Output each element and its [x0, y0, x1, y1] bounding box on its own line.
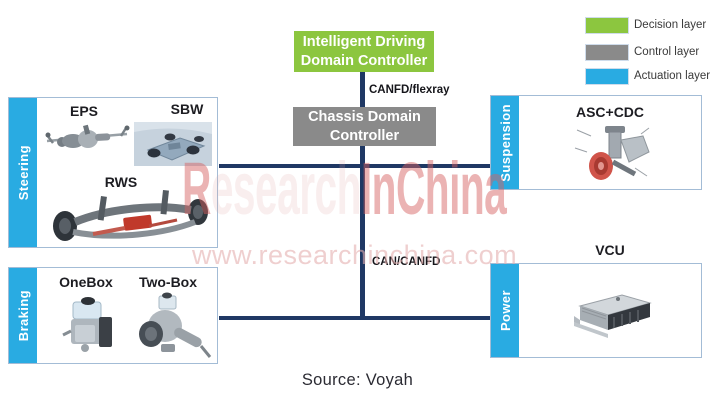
sbw-label: SBW [170, 101, 204, 117]
vcu-label: VCU [595, 242, 625, 258]
legend-swatch-control [585, 44, 629, 61]
vcu-image [566, 286, 656, 341]
steering-module-label: Steering [15, 144, 31, 201]
bus-line-upper-horizontal [219, 164, 490, 168]
intelligent-driving-domain-controller-box: Intelligent Driving Domain Controller [294, 31, 434, 72]
sbw-image [134, 122, 212, 166]
steering-module-bar: Steering [9, 98, 37, 247]
legend-label-decision: Decision layer [634, 19, 707, 31]
rws-label: RWS [104, 174, 138, 190]
braking-module-bar: Braking [9, 268, 37, 363]
power-module-bar: Power [491, 264, 519, 357]
legend-swatch-actuation [585, 68, 629, 85]
suspension-module-bar: Suspension [491, 96, 519, 189]
rws-image [49, 186, 215, 244]
bus-label-can-canfd: CAN/CANFD [372, 256, 441, 268]
bus-label-canfd-flexray: CANFD/flexray [369, 84, 450, 96]
eps-image [43, 120, 131, 162]
braking-module-label: Braking [15, 289, 31, 342]
source-caption: Source: Voyah [301, 371, 414, 389]
suspension-module-box: Suspension ASC+CDC [490, 95, 702, 190]
onebox-label: OneBox [59, 274, 113, 290]
watermark-brand-part3: InChina [360, 147, 507, 230]
asc-cdc-image [571, 124, 651, 184]
watermark-brand-part2: esearch [210, 147, 362, 230]
power-module-box: Power [490, 263, 702, 358]
onebox-image [61, 294, 119, 354]
braking-module-box: Braking OneBox Two-Box [8, 267, 218, 364]
asc-cdc-label: ASC+CDC [575, 104, 645, 120]
bus-line-trunk [360, 146, 365, 320]
bus-line-lower-horizontal [219, 316, 490, 320]
steering-module-box: Steering EPS SBW RWS [8, 97, 218, 248]
suspension-module-label: Suspension [497, 103, 513, 182]
eps-label: EPS [69, 103, 98, 119]
twobox-image [131, 292, 213, 360]
chassis-domain-controller-box: Chassis Domain Controller [293, 107, 436, 146]
power-module-label: Power [497, 289, 513, 331]
legend-label-control: Control layer [634, 46, 700, 58]
legend-label-actuation: Actuation layer [634, 70, 711, 82]
legend-swatch-decision [585, 17, 629, 34]
bus-line-decision-to-control [360, 72, 365, 108]
watermark-url: www.researchinchina.com [192, 240, 518, 270]
twobox-label: Two-Box [138, 274, 198, 290]
